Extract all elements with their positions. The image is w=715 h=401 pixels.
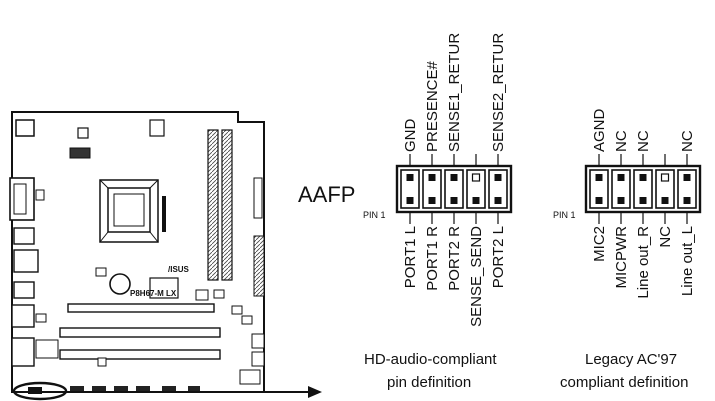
ac97-pin-bottom xyxy=(639,197,647,204)
hd-top-label: SENSE1_RETUR xyxy=(446,33,463,152)
hd-connector xyxy=(395,154,513,224)
hd-bottom-label: PORT1 L xyxy=(402,226,419,288)
header-name: AAFP xyxy=(298,182,355,207)
pointer-arrow xyxy=(60,386,322,398)
hd-bottom-label: SENSE_SEND xyxy=(468,226,485,327)
ac97-pin-cell xyxy=(677,169,697,209)
ac97-connector xyxy=(584,154,702,224)
ac97-pin-cell xyxy=(633,169,653,209)
hd-pin-cell xyxy=(488,169,508,209)
hd-pin-bottom xyxy=(406,197,414,204)
ac97-pin-top xyxy=(595,174,603,181)
aafp-header-on-board xyxy=(28,387,42,394)
hd-pin-top xyxy=(406,174,414,181)
hd-pin-cell xyxy=(422,169,442,209)
ac97-pin-cell xyxy=(589,169,609,209)
hd-pin-top xyxy=(494,174,502,181)
ac97-bottom-label: Line out_L xyxy=(679,226,696,296)
board-brand: /ISUS xyxy=(168,265,190,274)
hd-pin-bottom xyxy=(428,197,436,204)
hd-top-label: SENSE2_RETUR xyxy=(490,33,507,152)
hd-audio-pin-diagram: PIN 1 GND PRESENCE# SENSE1_RETUR SENSE2_RET… xyxy=(363,33,513,391)
ac97-caption-line1: Legacy AC'97 xyxy=(585,351,677,368)
hd-key-pin-missing xyxy=(471,173,481,182)
ac97-pin-top xyxy=(683,174,691,181)
board-model: P8H67-M LX xyxy=(130,289,177,298)
ac97-key-pin-missing xyxy=(660,173,670,182)
ac97-bottom-label: Line out_R xyxy=(635,226,652,299)
hd-pin-bottom xyxy=(472,197,480,204)
ac97-bottom-label: MICPWR xyxy=(613,226,630,289)
ac97-pin-cell xyxy=(611,169,631,209)
hd-bottom-label: PORT1 R xyxy=(424,226,441,291)
ac97-pin-bottom xyxy=(683,197,691,204)
hd-pin-top xyxy=(450,174,458,181)
ac97-pin-cell xyxy=(655,169,675,209)
ac97-bottom-label: MIC2 xyxy=(591,226,608,262)
hd-top-label: GND xyxy=(402,119,419,153)
ac97-top-label: NC xyxy=(613,130,630,152)
hd-top-label: PRESENCE# xyxy=(424,60,441,152)
ac97-top-label: AGND xyxy=(591,108,608,152)
hd-pin-cell xyxy=(444,169,464,209)
hd-caption-line1: HD-audio-compliant xyxy=(364,351,497,368)
hd-pin-cell xyxy=(466,169,486,209)
hd-caption-line2: pin definition xyxy=(387,374,471,391)
hd-pin-bottom xyxy=(450,197,458,204)
ac97-pin-bottom xyxy=(617,197,625,204)
ac97-pin1-label: PIN 1 xyxy=(553,210,576,220)
hd-bottom-label: PORT2 R xyxy=(446,226,463,291)
hd-pin-bottom xyxy=(494,197,502,204)
ac97-pin-top xyxy=(639,174,647,181)
hd-pin-cell xyxy=(400,169,420,209)
ac97-caption-line2: compliant definition xyxy=(560,374,688,391)
motherboard-illustration: /ISUS P8H67-M LX xyxy=(9,111,265,393)
ac97-bottom-label: NC xyxy=(657,226,674,248)
ac97-pin-top xyxy=(617,174,625,181)
ac97-pin-bottom xyxy=(595,197,603,204)
hd-pin1-label: PIN 1 xyxy=(363,210,386,220)
ac97-top-label: NC xyxy=(635,130,652,152)
ac97-pin-bottom xyxy=(661,197,669,204)
ac97-top-label: NC xyxy=(679,130,696,152)
hd-pin-top xyxy=(428,174,436,181)
hd-bottom-label: PORT2 L xyxy=(490,226,507,288)
